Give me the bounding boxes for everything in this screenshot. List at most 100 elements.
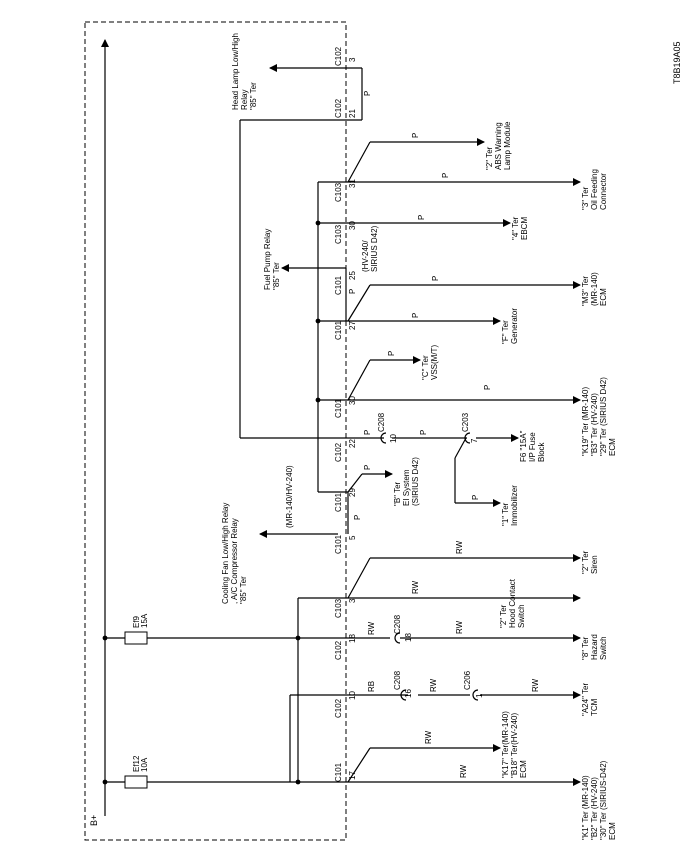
conn-c101-30: C101 <box>334 398 343 418</box>
label-line: "85" Ter <box>249 82 258 110</box>
pin-10: 10 <box>348 691 357 700</box>
fuse-ef12-icon <box>124 775 148 789</box>
wire-color-rw: RW <box>411 580 420 594</box>
dest-cooling-fan-note: (MR-140/HV-240) <box>285 465 294 528</box>
label-line: Hazard <box>590 634 599 660</box>
wire-color-rw: RW <box>459 764 468 778</box>
wire-color-rb: RB <box>367 681 376 692</box>
junction-dot <box>315 318 321 324</box>
b-plus-label: B+ <box>89 815 99 826</box>
connector-c208-symbol <box>400 689 407 701</box>
dest-ei-system: "B" TerEI System(SIRIUS D42) <box>393 457 420 506</box>
conn-c203: C203 <box>461 412 470 432</box>
label-line: (HV-240/ <box>361 240 370 272</box>
label-line: "1" Ter <box>501 502 510 526</box>
connector-c208-symbol <box>380 432 387 444</box>
pin-5: 5 <box>348 535 357 540</box>
pin-3b: 3 <box>348 57 357 62</box>
label-line: "30" Ter (SIRIUS-D42) <box>599 760 608 840</box>
wire-branch <box>347 141 371 183</box>
junction-dot <box>315 397 321 403</box>
dest-hazard-switch: "8" TerHazardSwitch <box>581 634 608 660</box>
wire-color-p: P <box>363 91 372 96</box>
pin-22: 22 <box>348 439 357 448</box>
conn-c103-3: C103 <box>334 598 343 618</box>
dest-head-lamp-relay: Head Lamp Low/HighRelay"85" Ter <box>231 33 258 110</box>
pin-25: 25 <box>348 271 357 280</box>
fuse-ef9-name: Ef9 <box>132 615 141 628</box>
label-line: "85" Ter <box>272 262 281 290</box>
connector-c206-symbol <box>472 689 479 701</box>
wire-branch <box>347 473 363 493</box>
label-line: "A24" Ter <box>581 683 590 716</box>
label-line: F6 "15A" <box>519 430 528 462</box>
junction-block-outline <box>84 21 347 841</box>
label-line: "B" Ter <box>393 481 402 506</box>
label-line: "29" Ter (SIRIUS D42) <box>599 377 608 456</box>
dest-fuel-pump-relay: Fuel Pump Relay"85" Ter <box>263 229 281 290</box>
fuse-ef9-icon <box>124 631 148 645</box>
label-line: "B3" Ter (HV-240) <box>590 393 599 456</box>
conn-c101-25: C101 <box>334 275 343 295</box>
connector-c208-symbol <box>394 632 401 644</box>
wire-color-p: P <box>387 351 396 356</box>
conn-c208-hazard: C208 <box>393 614 402 634</box>
conn-c102-18: C102 <box>334 640 343 660</box>
wire-color-p: P <box>431 276 440 281</box>
conn-c101-29: C101 <box>334 492 343 512</box>
pin-31: 31 <box>348 179 357 188</box>
label-line: Block <box>537 441 546 462</box>
diagram-id: T8B19A05 <box>672 41 682 84</box>
junction-dot <box>295 635 301 641</box>
conn-c103-30: C103 <box>334 224 343 244</box>
wire-color-p: P <box>411 313 420 318</box>
dest-fuse-block: F6 "15A"I/P FuseBlock <box>519 430 546 462</box>
label-line: , A/C Compressor Relay <box>230 518 239 604</box>
label-line: "B18" Ter(HV-240) <box>510 713 519 778</box>
pin-30b: 30 <box>348 221 357 230</box>
wire-branch <box>454 437 467 459</box>
label-line: Fuel Pump Relay <box>263 229 272 290</box>
dest-oil-feeding: "3" TerOil FeedingConnector <box>581 169 608 210</box>
label-line: "F" Ter <box>501 320 510 344</box>
wire-color-p: P <box>483 385 492 390</box>
label-line: ECM <box>608 822 617 840</box>
wire-color-p: P <box>411 133 420 138</box>
fuse-ef9-rating: 15A <box>140 613 149 628</box>
label-line: ECM <box>608 438 617 456</box>
label-line: Generator <box>510 308 519 344</box>
pin-21: 21 <box>348 109 357 118</box>
conn-c103-31: C103 <box>334 182 343 202</box>
conn-c208-tcm: C208 <box>393 670 402 690</box>
label-line: TCM <box>590 698 599 716</box>
connector-c203-symbol <box>464 432 471 444</box>
pin-c206-1: 1 <box>475 693 484 698</box>
fuse-ef12-rating: 10A <box>140 757 149 772</box>
wire-color-p: P <box>417 215 426 220</box>
dest-ecm-bottom: "K1" Ter (MR-140)"B2" Ter (HV-240)"30" T… <box>581 760 617 840</box>
dest-ebcm: "4" TerEBCM <box>511 216 529 240</box>
label-line: Head Lamp Low/High <box>231 33 240 110</box>
wire-branch <box>347 359 371 401</box>
wire-color-rw: RW <box>455 540 464 554</box>
conn-c101-27: C101 <box>334 320 343 340</box>
label-line: I/P Fuse <box>528 432 537 462</box>
label-line: "3" Ter <box>581 186 590 210</box>
dest-fuel-pump-note: (HV-240/SIRIUS D42) <box>361 225 379 272</box>
label-line: "K1" Ter (MR-140) <box>581 775 590 840</box>
wire-color-rw: RW <box>531 678 540 692</box>
wire-branch <box>347 284 371 322</box>
dest-ecm-k17: "K17" Ter(MR-140)"B18" Ter(HV-240)ECM <box>501 711 528 778</box>
dest-siren: "2" TerSiren <box>581 550 599 574</box>
conn-c101-5: C101 <box>334 534 343 554</box>
label-line: Siren <box>590 555 599 574</box>
label-line: "M3" Ter <box>581 276 590 306</box>
wire-branch <box>347 747 371 783</box>
label-line: SIRIUS D42) <box>370 225 379 272</box>
dest-abs-module: "2" TerABS WarningLamp Module <box>485 121 512 170</box>
pin-18: 18 <box>348 634 357 643</box>
pin-27: 27 <box>348 321 357 330</box>
wire-color-p: P <box>441 173 450 178</box>
